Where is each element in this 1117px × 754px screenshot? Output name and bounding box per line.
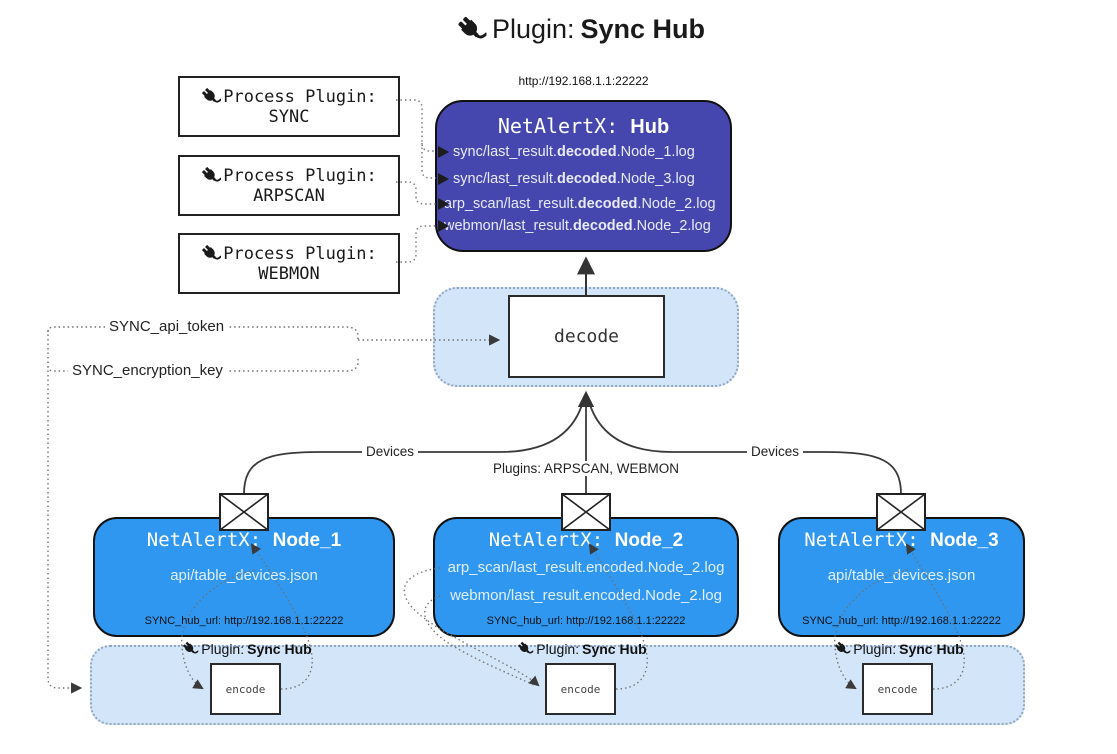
- devices-label-left: Devices: [361, 444, 419, 459]
- encode-box-1: encode: [210, 663, 281, 715]
- node-3-title: NetAlertX: Node_3: [804, 529, 999, 551]
- process-plugin-name: SYNC: [268, 106, 310, 127]
- node-2-title: NetAlertX: Node_2: [488, 529, 684, 551]
- page-title: Plugin: Sync Hub: [456, 14, 705, 45]
- encode-box-3: encode: [862, 663, 933, 715]
- hub-box: NetAlertX: Hub: [435, 100, 732, 252]
- node-1-hub-url: SYNC_hub_url: http://192.168.1.1:22222: [144, 615, 344, 627]
- hub-log-line: arp_scan/last_result.decoded.Node_2.log: [444, 196, 716, 212]
- process-plugin-label: Process Plugin:: [223, 243, 377, 264]
- node-1-box: NetAlertX: Node_1 api/table_devices.json…: [93, 517, 395, 637]
- node-1-file: api/table_devices.json: [170, 567, 318, 584]
- process-plugin-arpscan: Process Plugin: ARPSCAN: [178, 155, 400, 216]
- title-name: Sync Hub: [580, 14, 706, 44]
- hub-log-line: webmon/last_result.decoded.Node_2.log: [444, 218, 711, 234]
- plug-icon: [202, 166, 222, 182]
- encode-plugin-label-3: Plugin:Sync Hub: [834, 641, 964, 657]
- node-3-hub-url: SYNC_hub_url: http://192.168.1.1:22222: [802, 615, 1001, 627]
- process-plugin-name: ARPSCAN: [253, 185, 325, 206]
- sync-encryption-key-label: SYNC_encryption_key: [68, 362, 227, 379]
- node-2-file: arp_scan/last_result.encoded.Node_2.log: [447, 559, 725, 576]
- node-3-file: api/table_devices.json: [827, 567, 976, 584]
- title-prefix: Plugin:: [491, 14, 575, 44]
- hub-log-line: sync/last_result.decoded.Node_1.log: [453, 144, 695, 160]
- plug-icon: [202, 244, 222, 260]
- plug-icon: [202, 87, 222, 103]
- node-2-box: NetAlertX: Node_2 arp_scan/last_result.e…: [433, 517, 739, 637]
- node-1-title: NetAlertX: Node_1: [146, 529, 342, 551]
- encode-box-2: encode: [545, 663, 616, 715]
- plug-icon: [182, 641, 199, 654]
- encode-plugin-label-2: Plugin:Sync Hub: [517, 641, 647, 657]
- node-2-hub-url: SYNC_hub_url: http://192.168.1.1:22222: [486, 615, 686, 627]
- plug-icon: [834, 641, 851, 654]
- decode-box: decode: [508, 295, 665, 378]
- plugins-label-middle: Plugins: ARPSCAN, WEBMON: [488, 461, 684, 476]
- process-plugin-sync: Process Plugin: SYNC: [178, 76, 400, 137]
- node-3-box: NetAlertX: Node_3 api/table_devices.json…: [778, 517, 1025, 637]
- devices-label-right: Devices: [746, 444, 804, 459]
- process-plugin-webmon: Process Plugin: WEBMON: [178, 233, 400, 294]
- process-plugin-label: Process Plugin:: [223, 86, 377, 107]
- plugin-to-hub-links: [396, 99, 436, 263]
- sync-api-token-label: SYNC_api_token: [105, 318, 229, 335]
- hub-title: NetAlertX: Hub: [497, 114, 670, 138]
- node-2-file: webmon/last_result.encoded.Node_2.log: [450, 587, 722, 604]
- plug-icon: [517, 641, 534, 654]
- hub-log-line: sync/last_result.decoded.Node_3.log: [453, 171, 695, 187]
- hub-url: http://192.168.1.1:22222: [518, 74, 649, 88]
- encode-plugin-label-1: Plugin:Sync Hub: [182, 641, 312, 657]
- plug-icon: [457, 16, 486, 38]
- process-plugin-name: WEBMON: [258, 263, 320, 284]
- process-plugin-label: Process Plugin:: [223, 165, 377, 186]
